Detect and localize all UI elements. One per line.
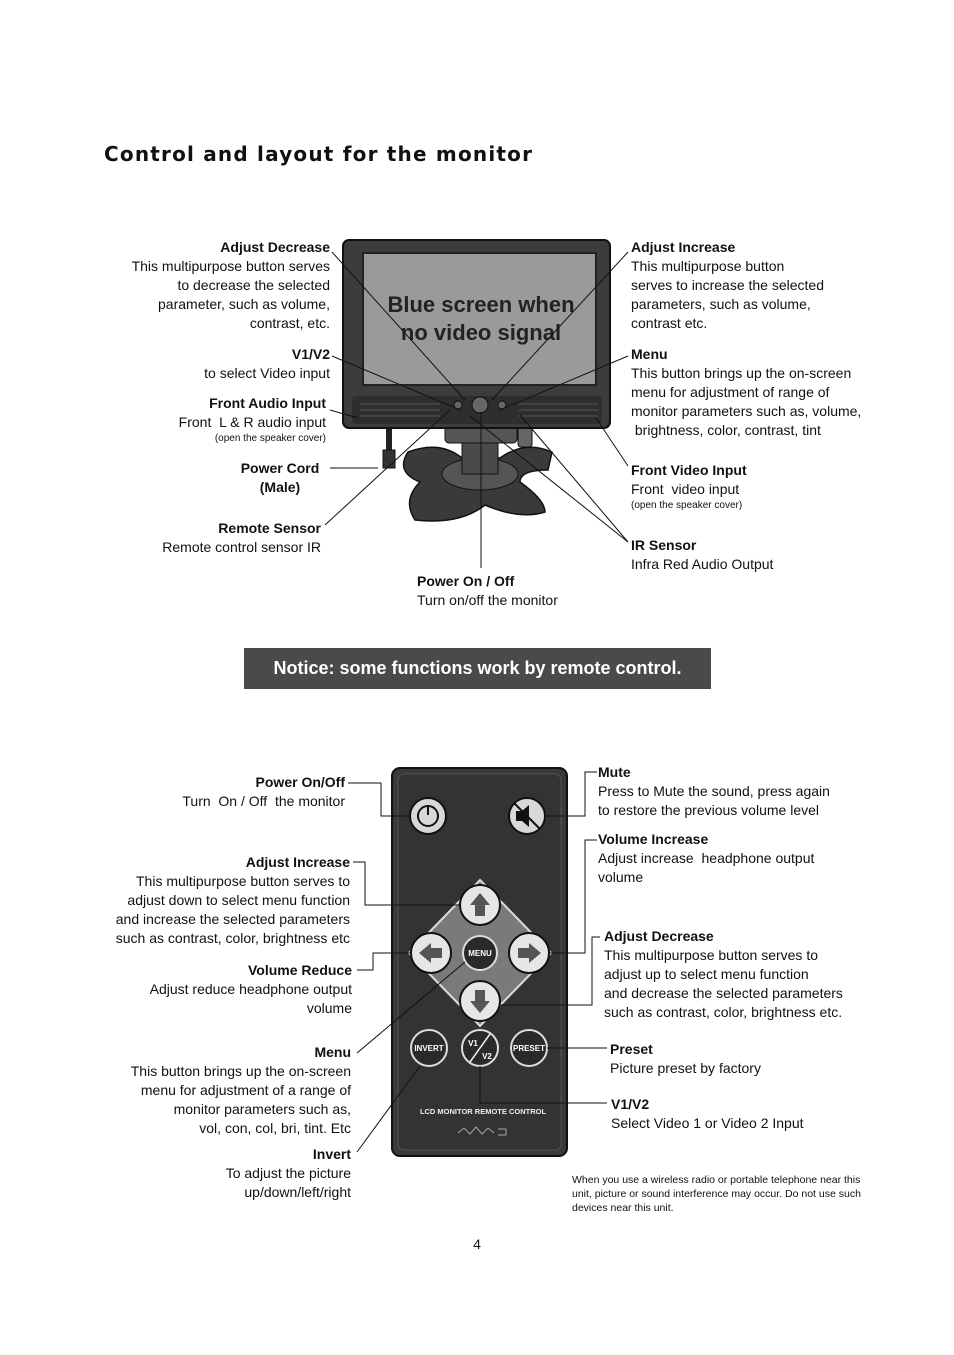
arrow-up-icon: [470, 893, 490, 916]
page-number: 4: [473, 1236, 481, 1252]
remote-brand-text: LCD MONITOR REMOTE CONTROL: [420, 1107, 547, 1116]
label-adjust-decrease: Adjust Decrease This multipurpose button…: [131, 239, 330, 331]
label-power-on-off: Power On / Off Turn on/off the monitor: [417, 573, 558, 608]
label-v1v2: V1/V2 to select Video input: [204, 346, 330, 381]
page-title: Control and layout for the monitor: [104, 142, 534, 166]
label-adjust-increase: Adjust Increase This multipurpose button…: [631, 239, 824, 331]
v2-label: V2: [482, 1052, 492, 1061]
mute-button[interactable]: [508, 797, 546, 835]
label-remote-sensor: Remote Sensor Remote control sensor IR: [162, 520, 321, 555]
label-remote-menu: Menu This button brings up the on-screen…: [130, 1044, 351, 1136]
notice-banner: Notice: some functions work by remote co…: [244, 648, 711, 689]
menu-button-label: MENU: [468, 949, 492, 958]
arrow-right-icon: [518, 943, 541, 963]
label-remote-preset: Preset Picture preset by factory: [610, 1041, 761, 1076]
right-button[interactable]: [508, 932, 550, 974]
label-menu: Menu This button brings up the on-screen…: [631, 346, 862, 438]
label-front-audio-input: Front Audio Input Front L & R audio inpu…: [178, 395, 326, 444]
preset-button-label: PRESET: [513, 1044, 545, 1053]
v1-label: V1: [468, 1039, 478, 1048]
screen-text-line2: no video signal: [401, 320, 561, 345]
down-button[interactable]: [459, 980, 501, 1022]
remote-logo: [457, 1126, 507, 1136]
remote-illustration: MENU INVERT V1 V2 PRESET LCD MONITOR REM…: [348, 767, 607, 1157]
arrow-down-icon: [470, 990, 490, 1013]
label-power-cord: Power Cord (Male): [240, 460, 320, 495]
label-remote-invert: Invert To adjust the picture up/down/lef…: [225, 1146, 351, 1200]
menu-button[interactable]: MENU: [462, 935, 498, 971]
arrow-left-icon: [419, 943, 442, 963]
label-front-video-input: Front Video Input Front video input (ope…: [631, 462, 747, 511]
up-button[interactable]: [459, 884, 501, 926]
power-button[interactable]: [409, 797, 447, 835]
invert-button-label: INVERT: [414, 1044, 443, 1053]
interference-warning: When you use a wireless radio or portabl…: [572, 1174, 861, 1214]
speaker-mute-icon: [516, 805, 529, 827]
preset-button[interactable]: PRESET: [510, 1029, 548, 1067]
label-remote-power: Power On/Off Turn On / Off the monitor: [182, 774, 345, 809]
label-remote-adjust-increase: Adjust Increase This multipurpose button…: [115, 854, 350, 946]
invert-button[interactable]: INVERT: [410, 1029, 448, 1067]
monitor-illustration: Blue screen when no video signal: [324, 239, 629, 568]
left-button[interactable]: [410, 932, 452, 974]
screen-text-line1: Blue screen when: [387, 292, 574, 317]
label-remote-v1v2: V1/V2 Select Video 1 or Video 2 Input: [611, 1096, 804, 1131]
label-remote-volume-increase: Volume Increase Adjust increase headphon…: [598, 831, 815, 885]
label-remote-adjust-decrease: Adjust Decrease This multipurpose button…: [604, 928, 843, 1020]
label-remote-volume-reduce: Volume Reduce Adjust reduce headphone ou…: [149, 962, 352, 1016]
label-ir-sensor: IR Sensor Infra Red Audio Output: [631, 537, 774, 572]
v1v2-button[interactable]: V1 V2: [461, 1029, 499, 1067]
label-remote-mute: Mute Press to Mute the sound, press agai…: [598, 764, 830, 818]
